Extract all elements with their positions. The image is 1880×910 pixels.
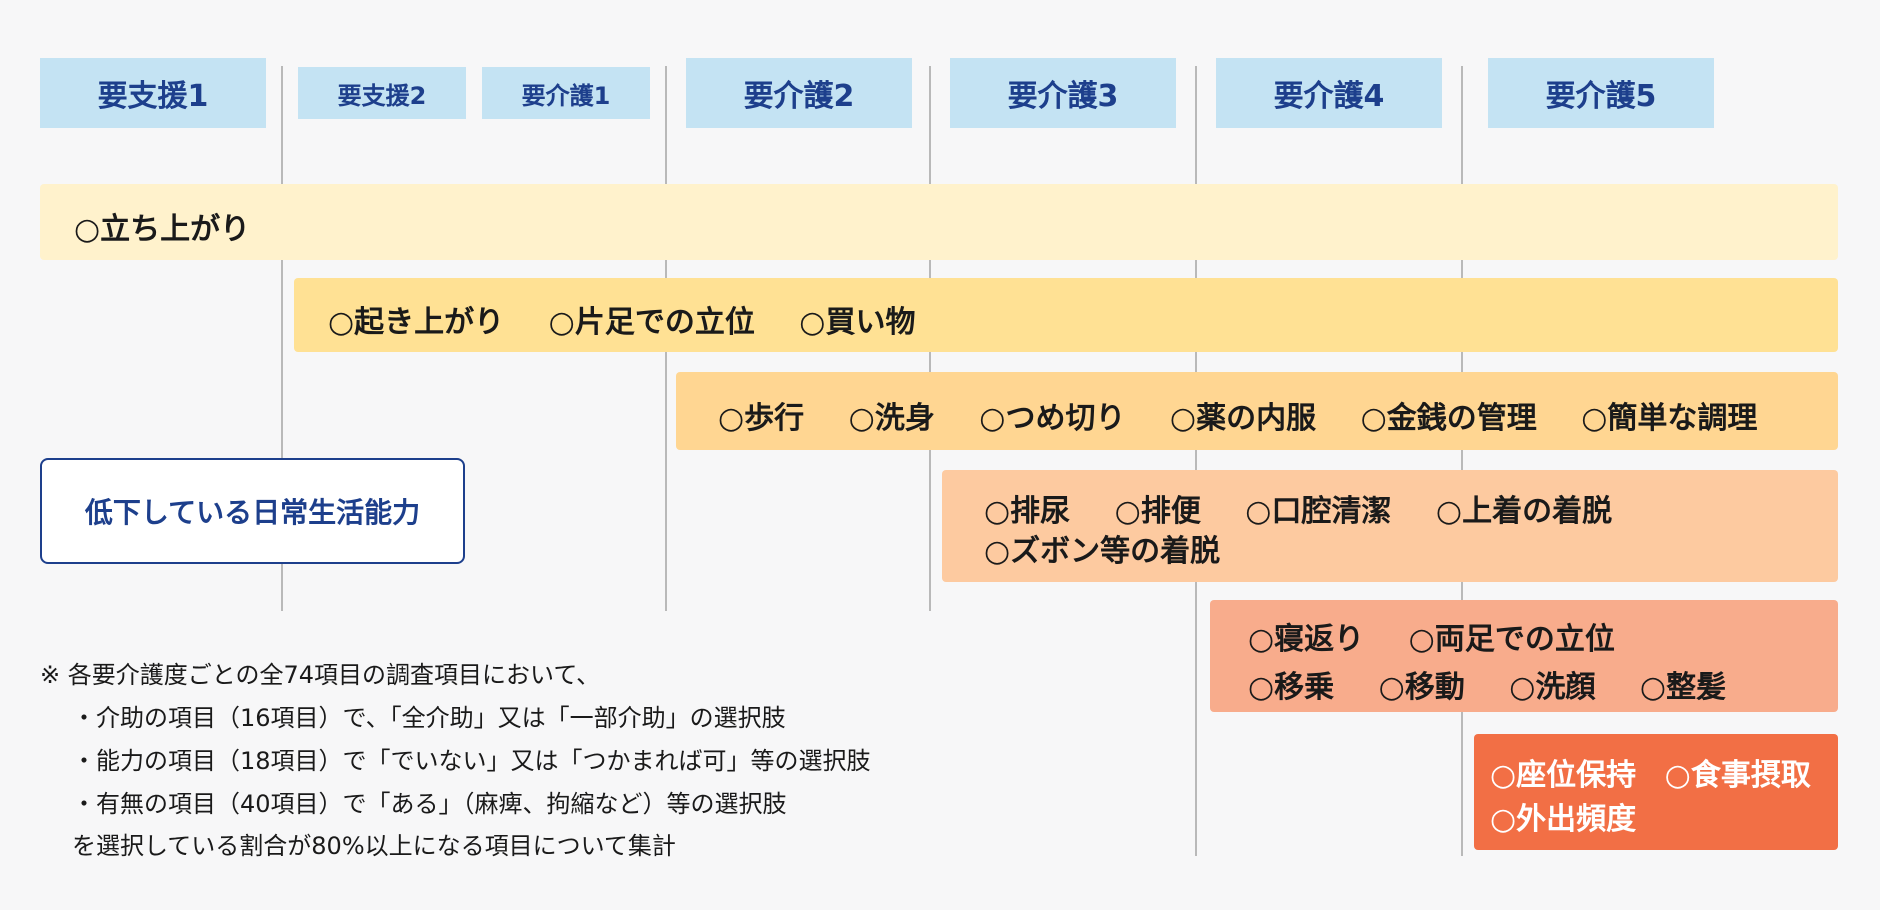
divider-line — [281, 66, 283, 611]
level-header-yokaigo4: 要介護4 — [1216, 58, 1442, 128]
note-line: ・介助の項目（16項目）で、「全介助」又は「一部介助」の選択肢 — [72, 704, 786, 732]
divider-line — [1461, 66, 1463, 856]
ability-item: ○外出頻度 — [1490, 802, 1637, 837]
ability-item: ○買い物 — [799, 305, 916, 340]
ability-item: ○簡単な調理 — [1581, 401, 1758, 436]
ability-item: ○洗身 — [848, 401, 935, 436]
ability-item: ○寝返り — [1248, 622, 1365, 657]
ability-item: ○座位保持 — [1490, 758, 1637, 793]
ability-item: ○両足での立位 — [1408, 622, 1615, 657]
note-line: ・有無の項目（40項目）で「ある」（麻痺、拘縮など）等の選択肢 — [72, 790, 787, 818]
ability-item: ○排便 — [1114, 494, 1201, 529]
level-header-yoshien1: 要支援1 — [40, 58, 266, 128]
level-header-yokaigo5: 要介護5 — [1488, 58, 1714, 128]
level-header-yokaigo1: 要介護1 — [482, 67, 650, 119]
ability-item: ○上着の着脱 — [1435, 494, 1613, 529]
ability-item: ○ズボン等の着脱 — [984, 534, 1221, 569]
band-zai-hoji: ○座位保持 ○食事摂取 ○外出頻度 — [1474, 734, 1838, 850]
level-header-yoshien2: 要支援2 — [298, 67, 466, 119]
ability-item: ○つめ切り — [979, 401, 1126, 436]
ability-item: ○整髪 — [1639, 670, 1727, 705]
level-header-yokaigo3: 要介護3 — [950, 58, 1176, 128]
band-tachiagari: ○立ち上がり — [40, 184, 1838, 260]
band-hainyou: ○排尿 ○排便 ○口腔清潔 ○上着の着脱 ○ズボン等の着脱 — [942, 470, 1838, 582]
ability-item: ○歩行 — [718, 401, 805, 436]
ability-item: ○食事摂取 — [1664, 758, 1811, 793]
band-okiagari: ○起き上がり ○片足での立位 ○買い物 — [294, 278, 1838, 352]
note-line: ※ 各要介護度ごとの全74項目の調査項目において、 — [40, 661, 601, 689]
note-line: を選択している割合が80%以上になる項目について集計 — [72, 832, 676, 860]
ability-item: ○洗顔 — [1509, 670, 1596, 705]
band-negaeri: ○寝返り ○両足での立位 ○移乗 ○移動 ○洗顔 ○整髪 — [1210, 600, 1838, 712]
divider-line — [1195, 66, 1197, 856]
ability-item: ○立ち上がり — [74, 212, 251, 247]
legend-box: 低下している日常生活能力 — [40, 458, 465, 564]
ability-item: ○片足での立位 — [548, 305, 755, 340]
ability-item: ○金銭の管理 — [1360, 401, 1537, 436]
ability-item: ○移乗 — [1248, 670, 1335, 705]
level-header-yokaigo2: 要介護2 — [686, 58, 912, 128]
ability-item: ○口腔清潔 — [1245, 494, 1392, 529]
ability-item: ○起き上がり — [328, 305, 505, 340]
band-hokou: ○歩行 ○洗身 ○つめ切り ○薬の内服 ○金銭の管理 ○簡単な調理 — [676, 372, 1838, 450]
note-line: ・能力の項目（18項目）で「でいない」又は「つかまれば可」等の選択肢 — [72, 747, 871, 775]
ability-item: ○移動 — [1378, 670, 1465, 705]
ability-item: ○薬の内服 — [1169, 401, 1317, 436]
ability-item: ○排尿 — [984, 494, 1071, 529]
